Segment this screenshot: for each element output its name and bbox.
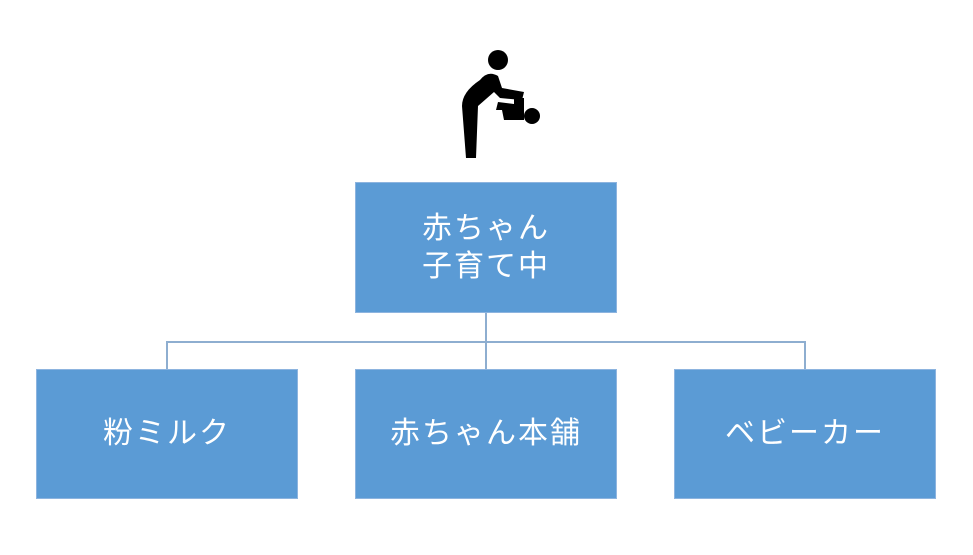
child-node-akachan-honpo[interactable]: 赤ちゃん本舗 xyxy=(355,369,617,499)
child-node-formula-milk[interactable]: 粉ミルク xyxy=(36,369,298,499)
root-node[interactable]: 赤ちゃん 子育て中 xyxy=(355,182,617,313)
child-label: 粉ミルク xyxy=(103,416,231,451)
root-line-1: 赤ちゃん xyxy=(422,210,550,246)
child-node-stroller[interactable]: ベビーカー xyxy=(674,369,936,499)
child-label: ベビーカー xyxy=(725,416,885,451)
connector-child-2 xyxy=(804,341,806,369)
child-label: 赤ちゃん本舗 xyxy=(390,416,582,451)
connector-horizontal xyxy=(166,341,806,343)
connector-child-0 xyxy=(166,341,168,369)
root-line-2: 子育て中 xyxy=(422,248,550,284)
baby-changing-icon xyxy=(462,50,540,158)
